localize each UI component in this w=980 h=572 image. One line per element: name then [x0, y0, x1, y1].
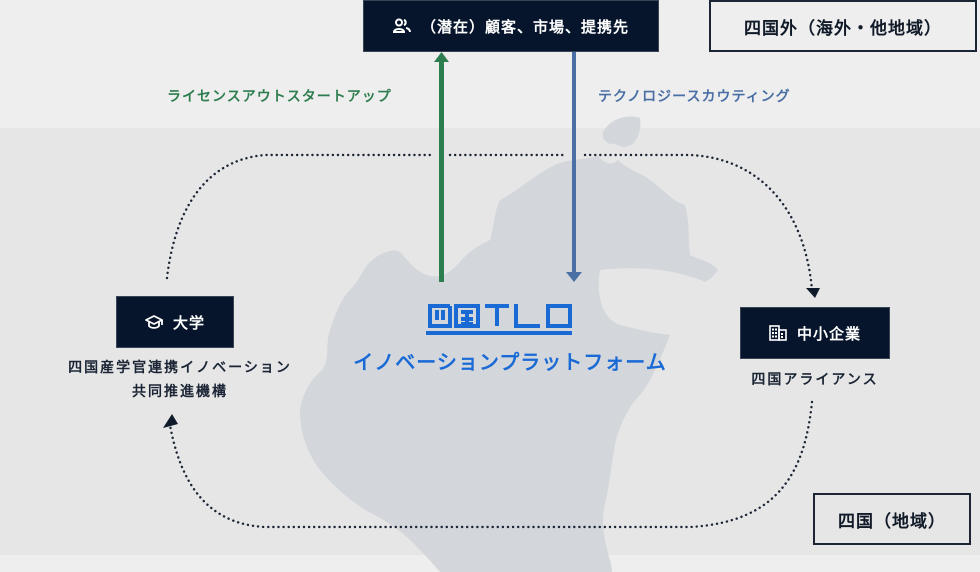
shikoku-region-label: 四国（地域） — [813, 493, 971, 545]
tech-scouting-arrow — [566, 52, 582, 282]
license-out-arrow — [434, 52, 449, 282]
technology-scouting-label: テクノロジースカウティング — [598, 89, 791, 105]
cycle-arrowhead-right — [806, 288, 820, 298]
top-node-label: （潜在）顧客、市場、提携先 — [420, 17, 629, 36]
outside-shikoku-label: 四国外（海外・他地域） — [709, 0, 977, 52]
sme-box: 中小企業 — [740, 307, 890, 359]
customer-market-partner-box: （潜在）顧客、市場、提携先 — [363, 0, 659, 52]
innovation-platform-title: イノベーションプラットフォーム — [353, 350, 667, 374]
license-out-startup-label: ライセンスアウトスタートアップ — [167, 89, 392, 105]
university-label: 大学 — [172, 313, 205, 332]
university-caption: 四国産学官連携イノベーション 共同推進機構 — [68, 360, 292, 400]
shikoku-tlo-logo — [426, 304, 572, 335]
users-icon — [392, 18, 411, 34]
cycle-arrowhead-left — [163, 414, 178, 428]
shikoku-alliance-caption: 四国アライアンス — [751, 372, 879, 388]
university-box: 大学 — [116, 296, 234, 348]
cycle-path — [165, 153, 814, 529]
sme-label: 中小企業 — [796, 324, 861, 343]
graduation-cap-icon — [145, 314, 163, 330]
building-icon — [769, 325, 787, 341]
shikoku-map-silhouette — [300, 116, 731, 572]
